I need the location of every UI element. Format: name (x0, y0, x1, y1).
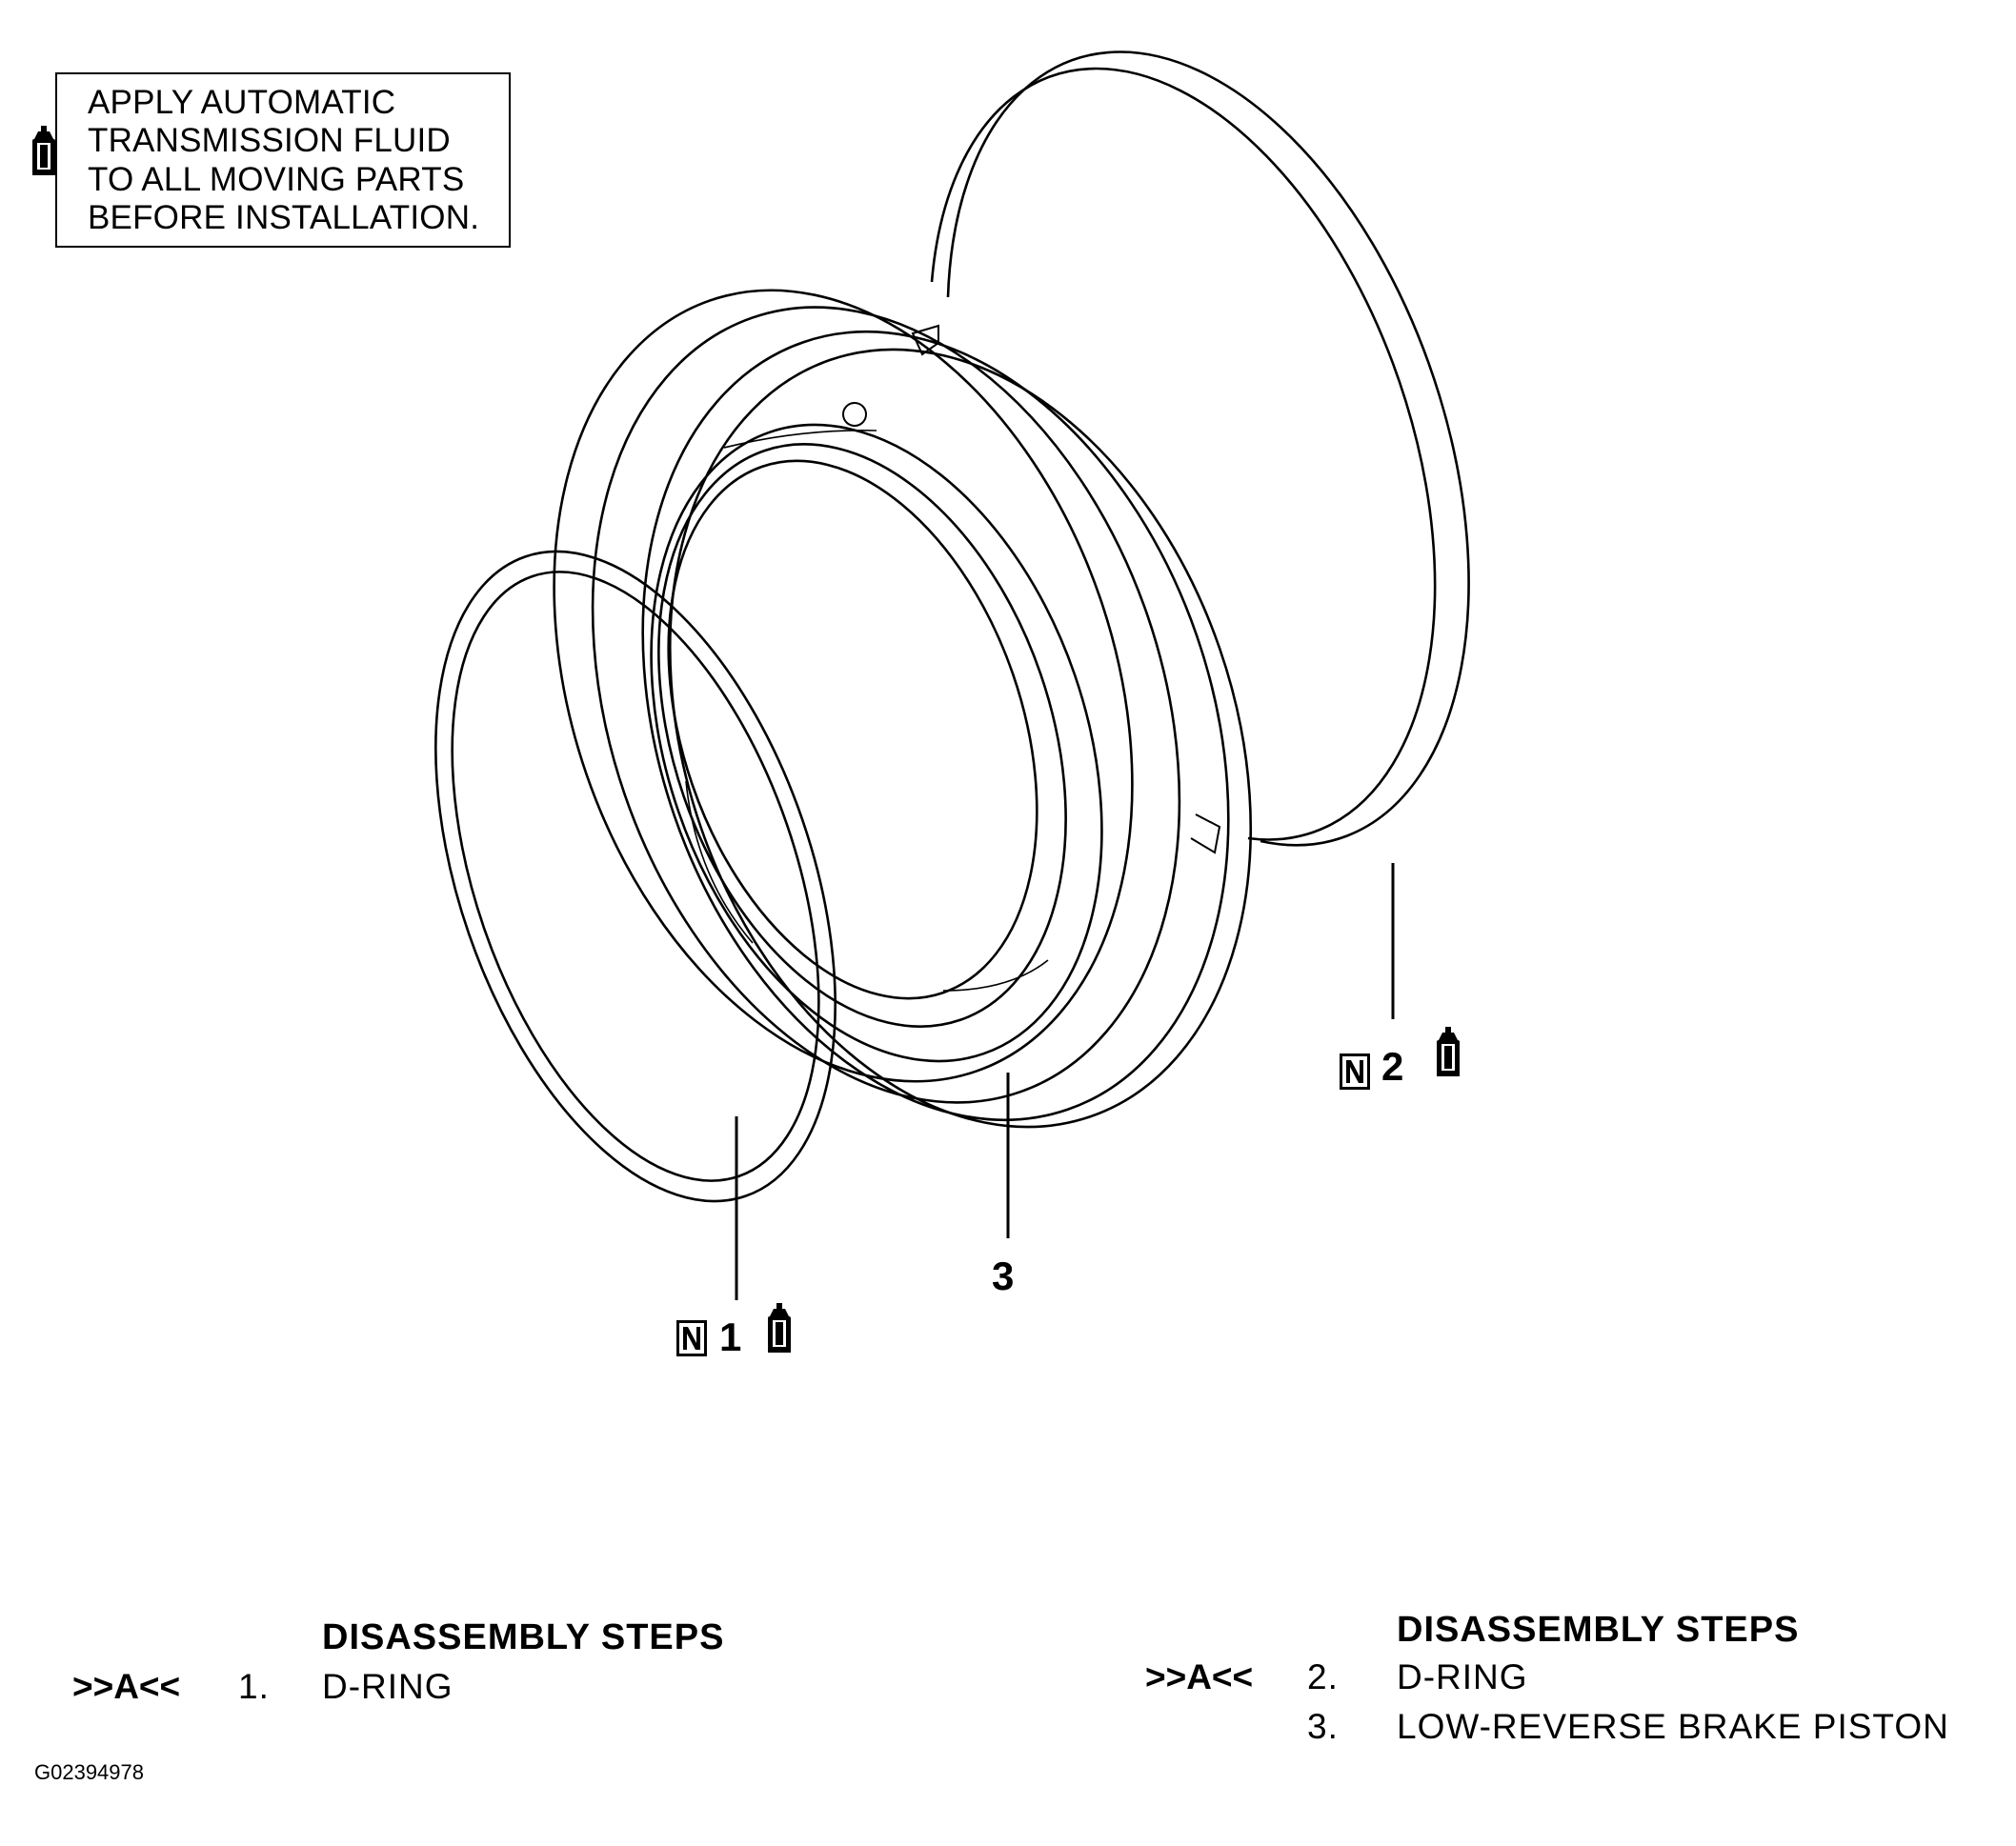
figure-code: G02394978 (34, 1760, 144, 1784)
d-ring-outer (930, 50, 1470, 847)
d-ring-inner (434, 550, 837, 1203)
steps-right-num-3: 3. (1307, 1707, 1339, 1746)
steps-right-ref: >>A<< (1145, 1657, 1254, 1696)
steps-right-text-2: D-RING (1397, 1657, 1528, 1696)
note-line-1: APPLY AUTOMATIC (88, 84, 396, 121)
steps-right-heading: DISASSEMBLY STEPS (1397, 1610, 1800, 1650)
fluid-can-icon (32, 126, 55, 175)
steps-left-heading: DISASSEMBLY STEPS (322, 1617, 725, 1657)
low-reverse-brake-piston (553, 289, 1253, 1129)
note-line-3: TO ALL MOVING PARTS (88, 161, 465, 198)
steps-right-num-2: 2. (1307, 1657, 1339, 1696)
steps-left-ref: >>A<< (72, 1667, 181, 1706)
note-line-4: BEFORE INSTALLATION. (88, 199, 480, 236)
callout-2: 2 (1381, 1044, 1404, 1089)
steps-left-text-1: D-RING (322, 1667, 454, 1706)
new-part-icon (1340, 1053, 1370, 1090)
new-part-icon (676, 1320, 707, 1356)
fluid-can-icon (1437, 1027, 1460, 1076)
steps-left-num-1: 1. (238, 1667, 270, 1706)
callout-1: 1 (719, 1314, 742, 1359)
note-box (55, 72, 511, 248)
fluid-can-icon (768, 1303, 791, 1353)
note-line-2: TRANSMISSION FLUID (88, 122, 451, 159)
callout-3: 3 (992, 1254, 1015, 1298)
steps-right-text-3: LOW-REVERSE BRAKE PISTON (1397, 1707, 1949, 1746)
